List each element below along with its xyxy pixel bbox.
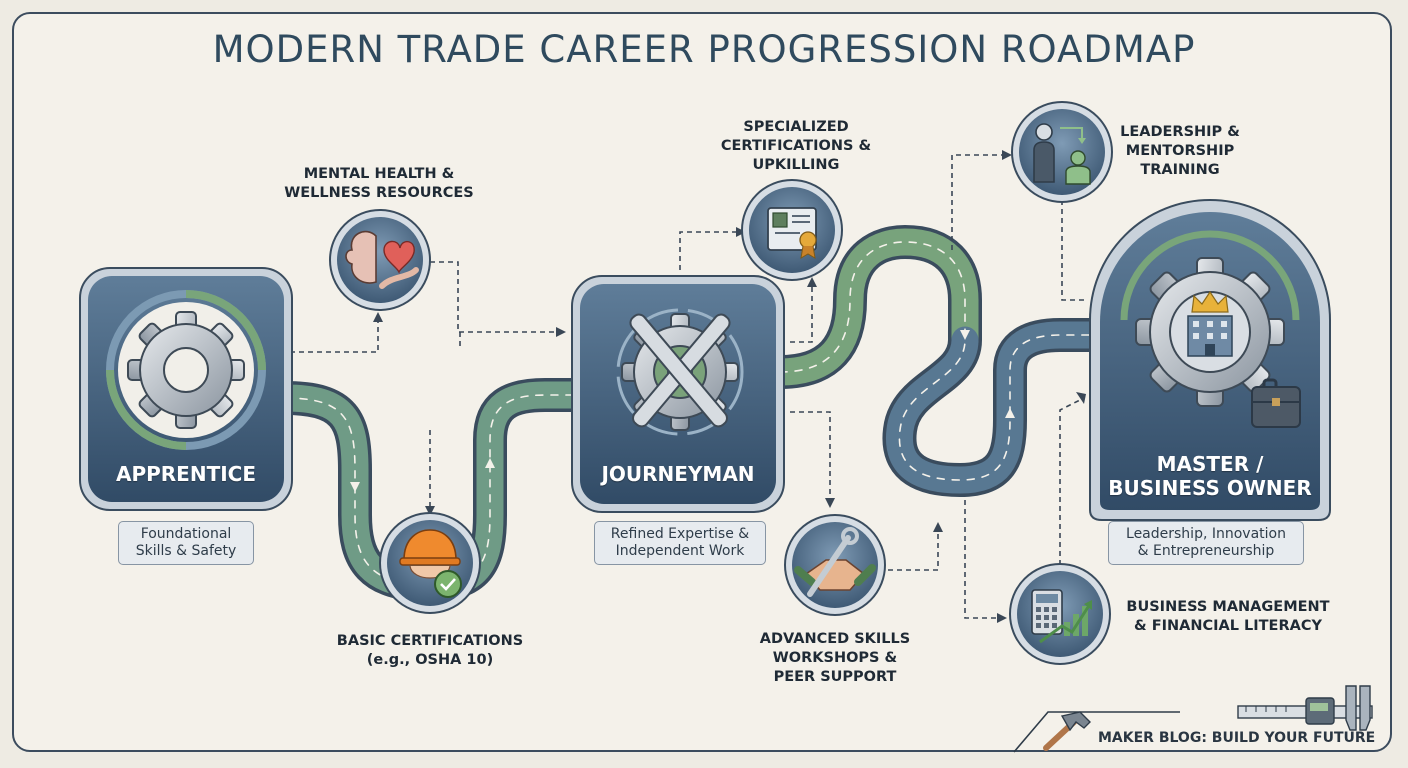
gear-wrench-icon (621, 313, 739, 431)
footer-decoration (1013, 685, 1373, 753)
advanced-node (784, 514, 886, 616)
master-label: MASTER / BUSINESS OWNER (1100, 452, 1320, 500)
specialized-label-line3: UPKILLING (752, 157, 840, 173)
journeyman-caption-line1: Refined Expertise & (610, 526, 750, 542)
master-caption: Leadership, Innovation & Entrepreneurshi… (1108, 521, 1304, 565)
gear-crown-building-icon (1135, 257, 1285, 407)
advanced-label-line1: ADVANCED SKILLS (759, 631, 911, 647)
brain-heart-icon (345, 230, 419, 289)
leadership-label: LEADERSHIP & MENTORSHIP TRAINING (1110, 123, 1250, 180)
journeyman-label: JOURNEYMAN (601, 462, 755, 486)
dashed-connectors (290, 154, 1085, 619)
footer-blog-tagline: MAKER BLOG: BUILD YOUR FUTURE (1098, 730, 1376, 746)
specialized-node (741, 179, 843, 281)
leadership-node (1011, 101, 1113, 203)
specialized-label-line2: CERTIFICATIONS & (720, 138, 872, 154)
briefcase-icon (1251, 378, 1301, 428)
basic-cert-label: BASIC CERTIFICATIONS (e.g., OSHA 10) (322, 632, 538, 670)
master-label-line2: BUSINESS OWNER (1108, 476, 1312, 500)
business-label: BUSINESS MANAGEMENT & FINANCIAL LITERACY (1116, 598, 1340, 636)
journeyman-caption-line2: Independent Work (615, 543, 745, 559)
basic-cert-label-line1: BASIC CERTIFICATIONS (336, 633, 524, 649)
hammer-icon (1043, 711, 1091, 751)
gear-icon (127, 311, 245, 429)
road-arrows (350, 330, 1015, 492)
hardhat-check-icon (399, 529, 462, 598)
apprentice-caption: Foundational Skills & Safety (118, 521, 254, 565)
calculator-chart-icon (1031, 589, 1092, 644)
journeyman-tile (571, 275, 785, 513)
journeyman-caption: Refined Expertise & Independent Work (594, 521, 766, 565)
leadership-label-line3: TRAINING (1140, 162, 1220, 178)
mental-health-label-line1: MENTAL HEALTH & (303, 166, 455, 182)
mental-health-label-line2: WELLNESS RESOURCES (284, 185, 474, 201)
master-tile (1089, 199, 1331, 521)
specialized-label-line1: SPECIALIZED (743, 119, 849, 135)
mental-health-label: MENTAL HEALTH & WELLNESS RESOURCES (270, 165, 488, 203)
caliper-icon (1237, 685, 1373, 731)
business-label-line1: BUSINESS MANAGEMENT (1126, 599, 1330, 615)
certificate-chip-icon (767, 207, 817, 259)
advanced-label-line2: WORKSHOPS & (772, 650, 898, 666)
master-label-line1: MASTER / (1156, 452, 1264, 476)
specialized-label: SPECIALIZED CERTIFICATIONS & UPKILLING (706, 118, 886, 175)
leadership-label-line1: LEADERSHIP & (1120, 124, 1240, 140)
advanced-label-line3: PEER SUPPORT (773, 669, 897, 685)
leadership-label-line2: MENTORSHIP (1125, 143, 1235, 159)
handshake-icon (794, 527, 876, 597)
master-caption-line2: & Entrepreneurship (1137, 543, 1275, 559)
apprentice-tile (79, 267, 293, 511)
mentor-icon (1033, 123, 1091, 185)
apprentice-caption-line2: Skills & Safety (135, 543, 237, 559)
page-title: MODERN TRADE CAREER PROGRESSION ROADMAP (212, 28, 1196, 71)
mental-health-node (329, 209, 431, 311)
basic-cert-label-line2: (e.g., OSHA 10) (366, 652, 494, 668)
advanced-label: ADVANCED SKILLS WORKSHOPS & PEER SUPPORT (740, 630, 930, 687)
business-label-line2: & FINANCIAL LITERACY (1134, 618, 1322, 634)
master-caption-line1: Leadership, Innovation (1126, 526, 1286, 542)
apprentice-label: APPRENTICE (115, 462, 257, 486)
business-node (1009, 563, 1111, 665)
basic-cert-node (379, 512, 481, 614)
apprentice-caption-line1: Foundational (140, 526, 232, 542)
